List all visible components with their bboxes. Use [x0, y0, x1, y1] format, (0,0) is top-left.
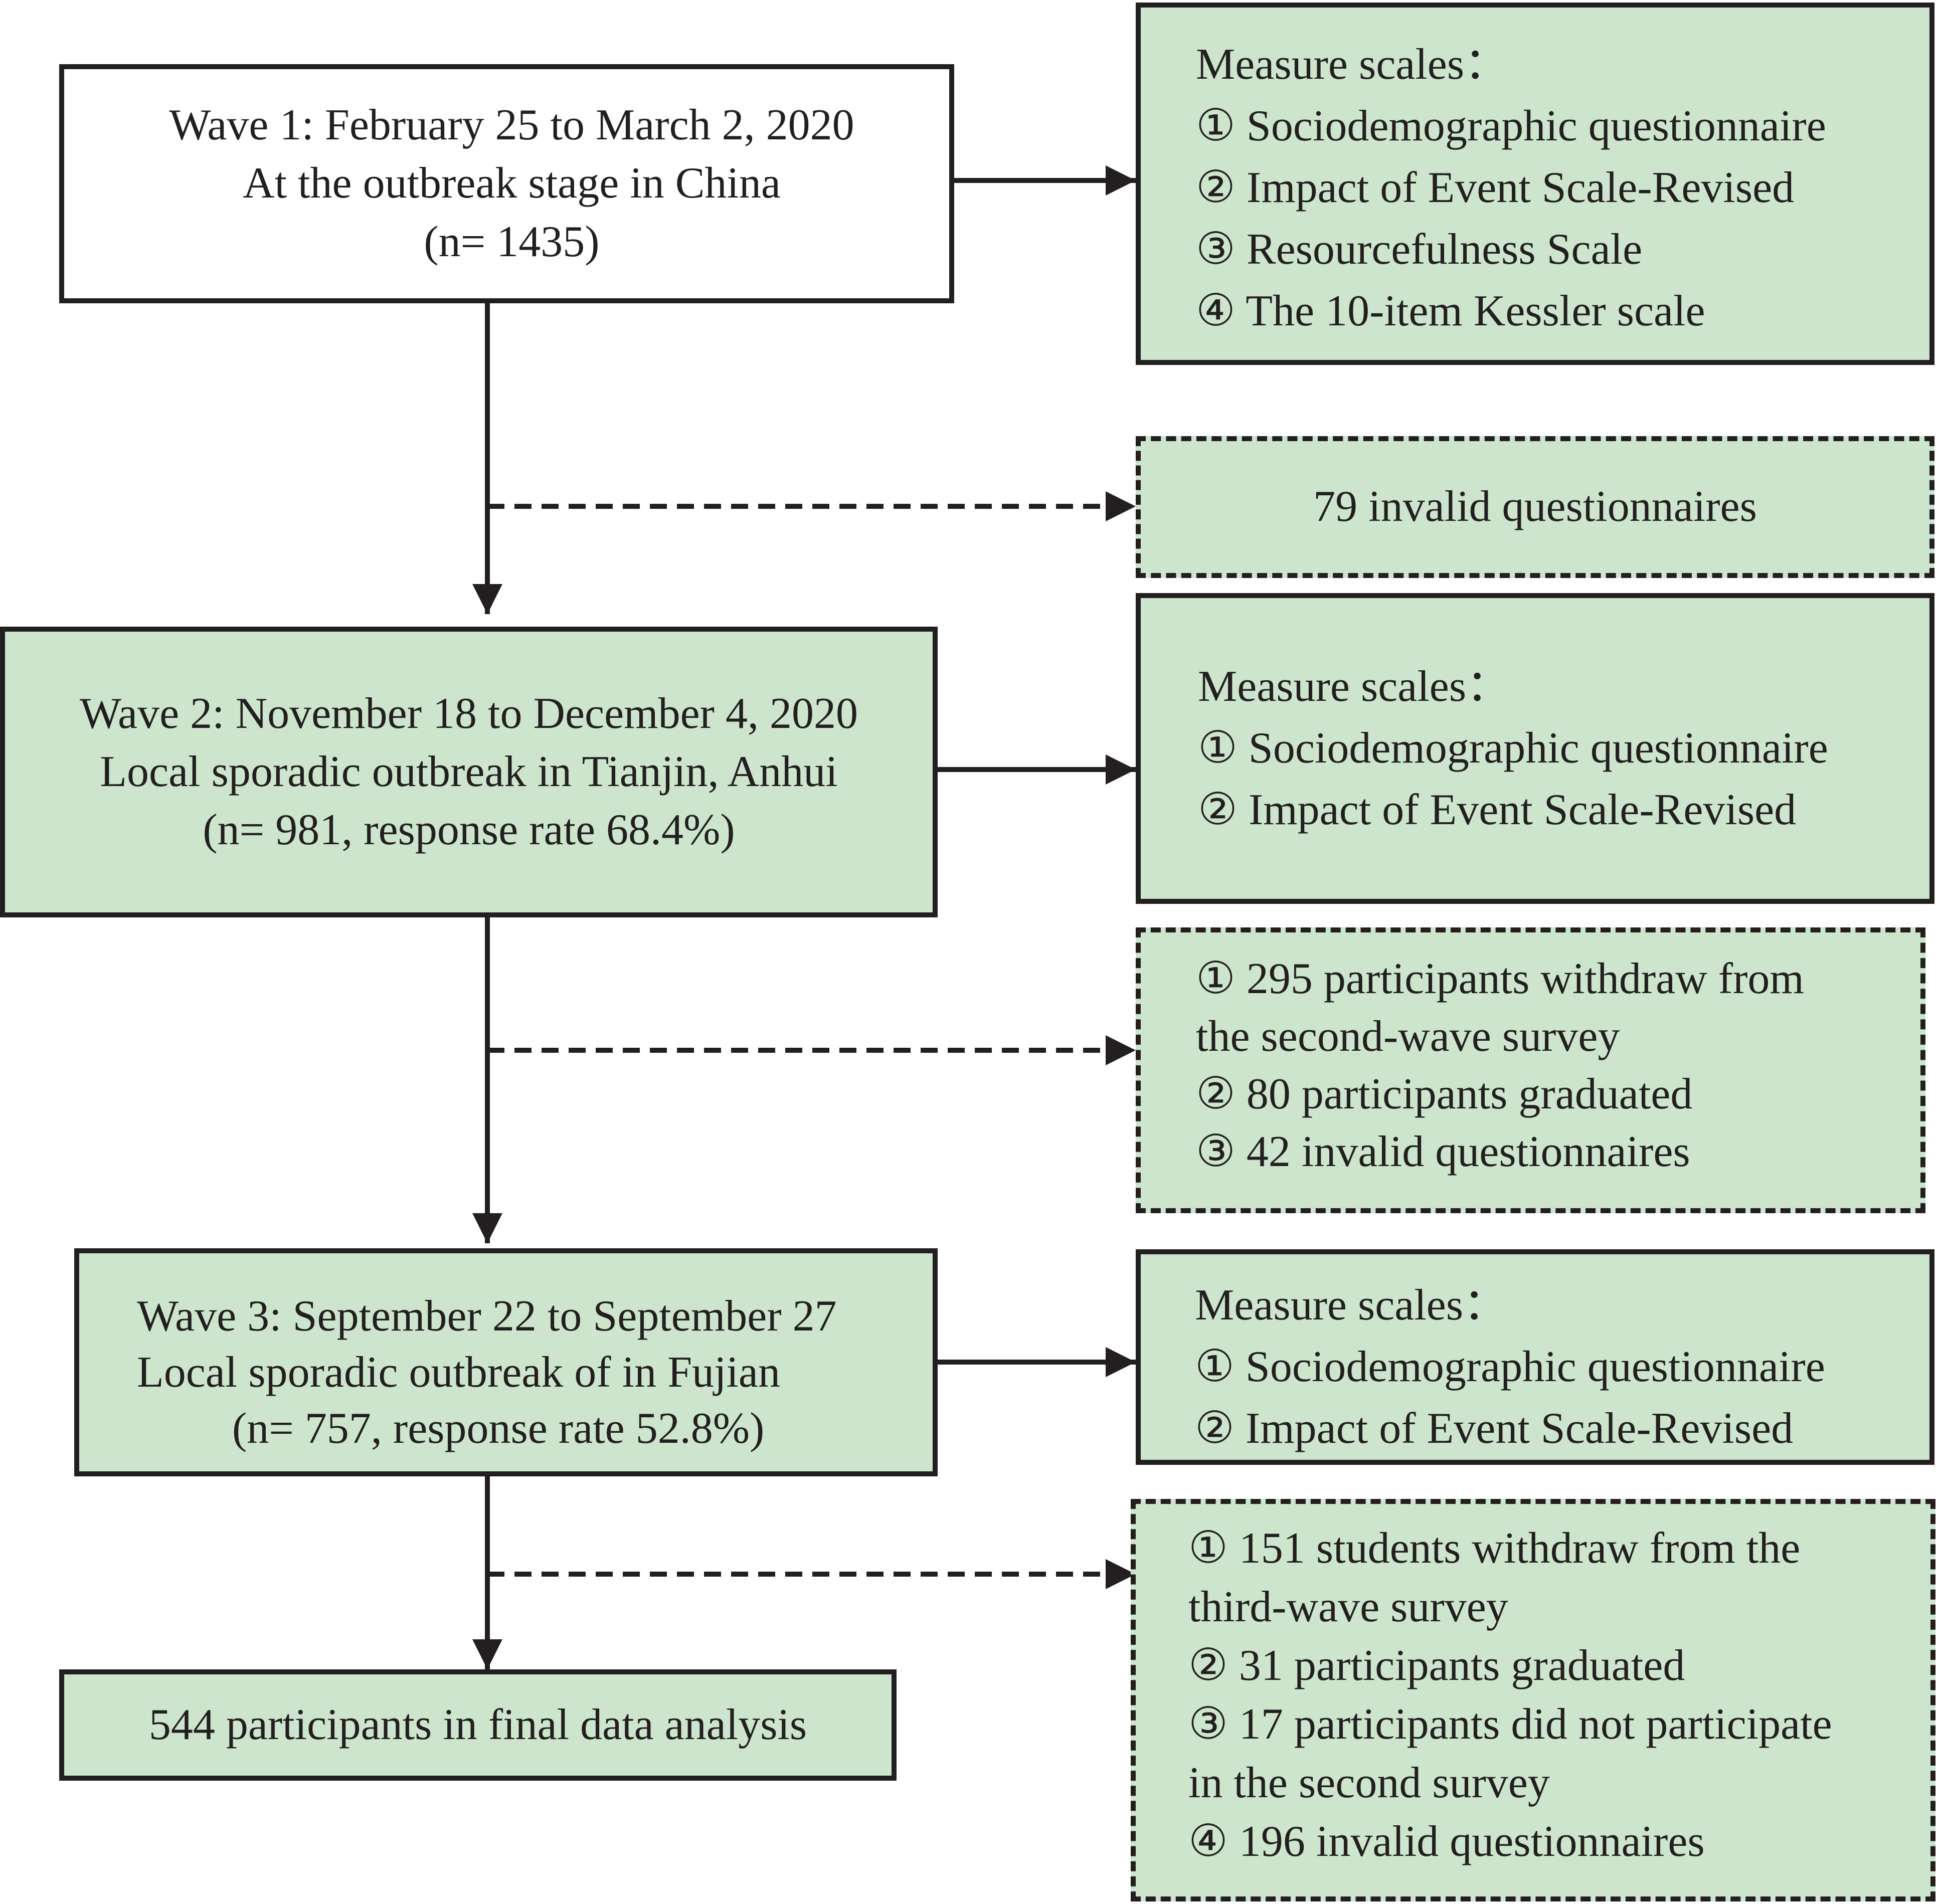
wave3-scale-item: ① Sociodemographic questionnaire	[1195, 1343, 1825, 1391]
wave1-title: Wave 1: February 25 to March 2, 2020	[169, 101, 854, 150]
exclusion3-item: ① 151 students withdraw from the	[1188, 1524, 1801, 1573]
exclusion3-box: ① 151 students withdraw from the third-w…	[1131, 1499, 1935, 1901]
wave3-scales-box: Measure scales： ① Sociodemographic quest…	[1136, 1249, 1934, 1465]
exclusion2-item: ① 295 participants withdraw from	[1196, 955, 1804, 1003]
wave2-sample-size: (n= 981, response rate 68.4%)	[203, 806, 735, 855]
wave3-scales-heading: Measure scales：	[1195, 1281, 1508, 1329]
wave1-scale-item: ① Sociodemographic questionnaire	[1196, 102, 1826, 150]
wave2-box: Wave 2: November 18 to December 4, 2020 …	[0, 627, 938, 917]
wave2-title: Wave 2: November 18 to December 4, 2020	[80, 689, 858, 738]
wave2-stage: Local sporadic outbreak in Tianjin, Anhu…	[100, 747, 838, 796]
exclusion2-item: ② 80 participants graduated	[1196, 1070, 1693, 1118]
exclusion2-item: the second-wave survey	[1196, 1012, 1620, 1061]
exclusion3-item: in the second survey	[1188, 1759, 1550, 1807]
wave1-sample-size: (n= 1435)	[424, 217, 600, 266]
exclusion3-item: ② 31 participants graduated	[1188, 1641, 1685, 1690]
wave1-scale-item: ② Impact of Event Scale-Revised	[1196, 163, 1795, 212]
wave1-scales-heading: Measure scales：	[1196, 40, 1509, 89]
wave1-scale-item: ③ Resourcefulness Scale	[1196, 225, 1643, 274]
wave3-scale-item: ② Impact of Event Scale-Revised	[1195, 1404, 1794, 1453]
wave2-scales-box: Measure scales： ① Sociodemographic quest…	[1136, 593, 1934, 904]
exclusion3-item: third-wave survey	[1188, 1583, 1508, 1631]
wave1-stage: At the outbreak stage in China	[243, 159, 781, 208]
final-box: 544 participants in final data analysis	[59, 1669, 897, 1781]
exclusion2-box: ① 295 participants withdraw from the sec…	[1136, 927, 1925, 1213]
wave3-title: Wave 3: September 22 to September 27	[137, 1292, 837, 1341]
wave3-sample-size: (n= 757, response rate 52.8%)	[232, 1404, 765, 1453]
wave3-box: Wave 3: September 22 to September 27 Loc…	[74, 1248, 938, 1476]
wave3-stage: Local sporadic outbreak of in Fujian	[137, 1348, 780, 1397]
wave1-scale-item: ④ The 10-item Kessler scale	[1196, 287, 1705, 335]
wave2-scale-item: ① Sociodemographic questionnaire	[1198, 724, 1828, 773]
exclusion3-item: ④ 196 invalid questionnaires	[1188, 1817, 1705, 1866]
wave2-scale-item: ② Impact of Event Scale-Revised	[1198, 786, 1797, 834]
wave1-box: Wave 1: February 25 to March 2, 2020 At …	[59, 64, 954, 303]
final-text: 544 participants in final data analysis	[148, 1700, 807, 1749]
wave2-scales-heading: Measure scales：	[1198, 662, 1511, 711]
exclusion2-item: ③ 42 invalid questionnaires	[1196, 1127, 1690, 1176]
wave1-scales-box: Measure scales： ① Sociodemographic quest…	[1136, 3, 1934, 365]
exclusion1-text: 79 invalid questionnaires	[1313, 482, 1757, 531]
exclusion1-box: 79 invalid questionnaires	[1136, 436, 1934, 578]
exclusion3-item: ③ 17 participants did not participate	[1188, 1700, 1832, 1749]
